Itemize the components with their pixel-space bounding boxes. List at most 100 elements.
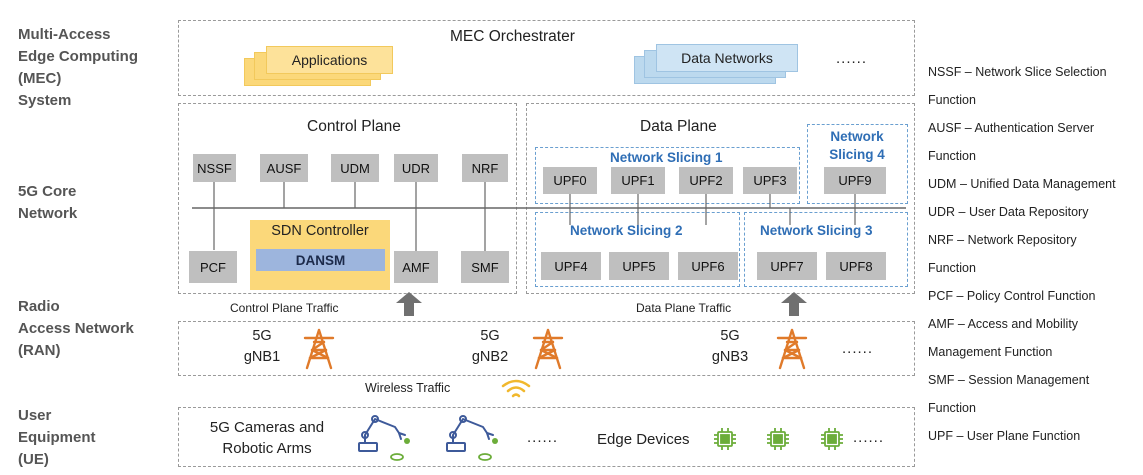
control-plane-traffic-label: Control Plane Traffic — [230, 301, 339, 315]
robotic-arm-icon — [446, 415, 498, 461]
mec-box — [178, 20, 915, 96]
layer-ue-line1: User — [18, 407, 52, 424]
nssf-box: NSSF — [193, 154, 236, 182]
layer-label-core: 5G Core Network — [18, 181, 77, 225]
cameras-label: 5G Cameras and Robotic Arms — [192, 417, 342, 459]
layer-ue-line3: (UE) — [18, 451, 49, 468]
data-plane-traffic-label: Data Plane Traffic — [636, 301, 732, 315]
slice1-box — [535, 147, 800, 204]
legend-line: UDR – User Data Repository — [928, 205, 1089, 219]
cell-tower-icon — [532, 328, 564, 370]
gnb2-line2: gNB2 — [471, 349, 509, 365]
chip-icon — [714, 428, 736, 450]
legend-line: Function — [928, 93, 976, 107]
upf5-box: UPF5 — [609, 252, 669, 280]
upf0-box: UPF0 — [543, 167, 597, 194]
cameras-line1: 5G Cameras and — [209, 419, 325, 436]
layer-mec-line3: (MEC) — [18, 70, 62, 87]
ausf-box: AUSF — [260, 154, 308, 182]
cameras-line2: Robotic Arms — [222, 440, 312, 457]
wireless-traffic-label: Wireless Traffic — [365, 381, 451, 395]
legend-line: UPF – User Plane Function — [928, 429, 1081, 443]
control-traffic-arrow — [404, 302, 414, 316]
legend-line: Function — [928, 149, 976, 163]
edge-devices-label: Edge Devices — [597, 431, 690, 448]
gnb1-line2: gNB1 — [243, 349, 281, 365]
chip-icon — [821, 428, 843, 450]
data-networks-stack: Data Networks — [634, 44, 804, 86]
slice4-title-line1: Network — [830, 129, 884, 144]
layer-mec-line4: System — [18, 92, 72, 109]
gnb2-line1: 5G — [480, 328, 500, 344]
upf6-box: UPF6 — [678, 252, 738, 280]
layer-ue-line2: Equipment — [18, 429, 96, 446]
slice4-title: Network Slicing 4 — [812, 128, 902, 164]
layer-label-ue: User Equipment (UE) — [18, 405, 96, 471]
legend-line: Management Function — [928, 345, 1053, 359]
robotic-arm-icon — [358, 415, 410, 461]
udm-box: UDM — [331, 154, 379, 182]
wifi-icon — [501, 379, 531, 398]
chip-icon — [767, 428, 789, 450]
data-plane-title: Data Plane — [640, 118, 717, 135]
layer-ran-line2: Access Network — [18, 320, 134, 337]
gnb1-line1: 5G — [252, 328, 272, 344]
legend-line: Function — [928, 401, 976, 415]
layer-label-ran: Radio Access Network (RAN) — [18, 296, 134, 362]
control-plane-box — [178, 103, 517, 294]
upf9-box: UPF9 — [824, 167, 886, 194]
cameras-more-ellipsis: ...... — [527, 429, 559, 446]
layer-mec-line1: Multi-Access — [18, 26, 111, 43]
upf2-box: UPF2 — [679, 167, 733, 194]
sdn-controller-label: SDN Controller — [271, 223, 369, 239]
ran-more-ellipsis: ...... — [842, 340, 874, 357]
layer-ran-line3: (RAN) — [18, 342, 61, 359]
gnb3-label: 5G gNB3 — [700, 326, 760, 368]
slice3-title: Network Slicing 3 — [760, 223, 873, 238]
data-plane-box — [526, 103, 915, 294]
amf-box: AMF — [394, 251, 438, 283]
slice4-box — [807, 124, 908, 204]
gnb3-line1: 5G — [720, 328, 740, 344]
edge-more-ellipsis: ...... — [853, 429, 885, 446]
cell-tower-icon — [303, 328, 335, 370]
dansm-box: DANSM — [256, 249, 385, 271]
slice1-title: Network Slicing 1 — [610, 150, 723, 165]
mec-more-ellipsis: ...... — [836, 50, 868, 67]
layer-core-line2: Network — [18, 205, 78, 222]
app-card-front: Applications — [266, 46, 393, 74]
upf3-box: UPF3 — [743, 167, 797, 194]
legend-line: UDM – Unified Data Management — [928, 177, 1116, 191]
data-traffic-arrow — [789, 302, 799, 316]
legend-line: AUSF – Authentication Server — [928, 121, 1095, 135]
layer-core-line1: 5G Core — [18, 183, 77, 200]
legend-line: SMF – Session Management — [928, 373, 1090, 387]
udr-box: UDR — [394, 154, 438, 182]
control-traffic-arrow-head — [396, 292, 422, 303]
upf1-box: UPF1 — [611, 167, 665, 194]
control-plane-title: Control Plane — [307, 118, 401, 135]
layer-mec-line2: Edge Computing — [18, 48, 138, 65]
nrf-box: NRF — [462, 154, 508, 182]
layer-label-mec: Multi-Access Edge Computing (MEC) System — [18, 24, 138, 112]
ue-box — [178, 407, 915, 467]
data-traffic-arrow-head — [781, 292, 807, 303]
legend-line: PCF – Policy Control Function — [928, 289, 1096, 303]
gnb3-line2: gNB3 — [711, 349, 749, 365]
gnb2-label: 5G gNB2 — [460, 326, 520, 368]
dn-card-front: Data Networks — [656, 44, 798, 72]
upf8-box: UPF8 — [826, 252, 886, 280]
smf-box: SMF — [461, 251, 509, 283]
slice3-box — [744, 212, 908, 287]
cell-tower-icon — [776, 328, 808, 370]
upf7-box: UPF7 — [757, 252, 817, 280]
upf4-box: UPF4 — [541, 252, 601, 280]
slice4-title-line2: Slicing 4 — [829, 147, 885, 162]
ran-box — [178, 321, 915, 376]
gnb1-label: 5G gNB1 — [232, 326, 292, 368]
layer-ran-line1: Radio — [18, 298, 60, 315]
applications-stack: Applications — [244, 46, 394, 86]
legend-line: NRF – Network Repository — [928, 233, 1077, 247]
legend-line: Function — [928, 261, 976, 275]
